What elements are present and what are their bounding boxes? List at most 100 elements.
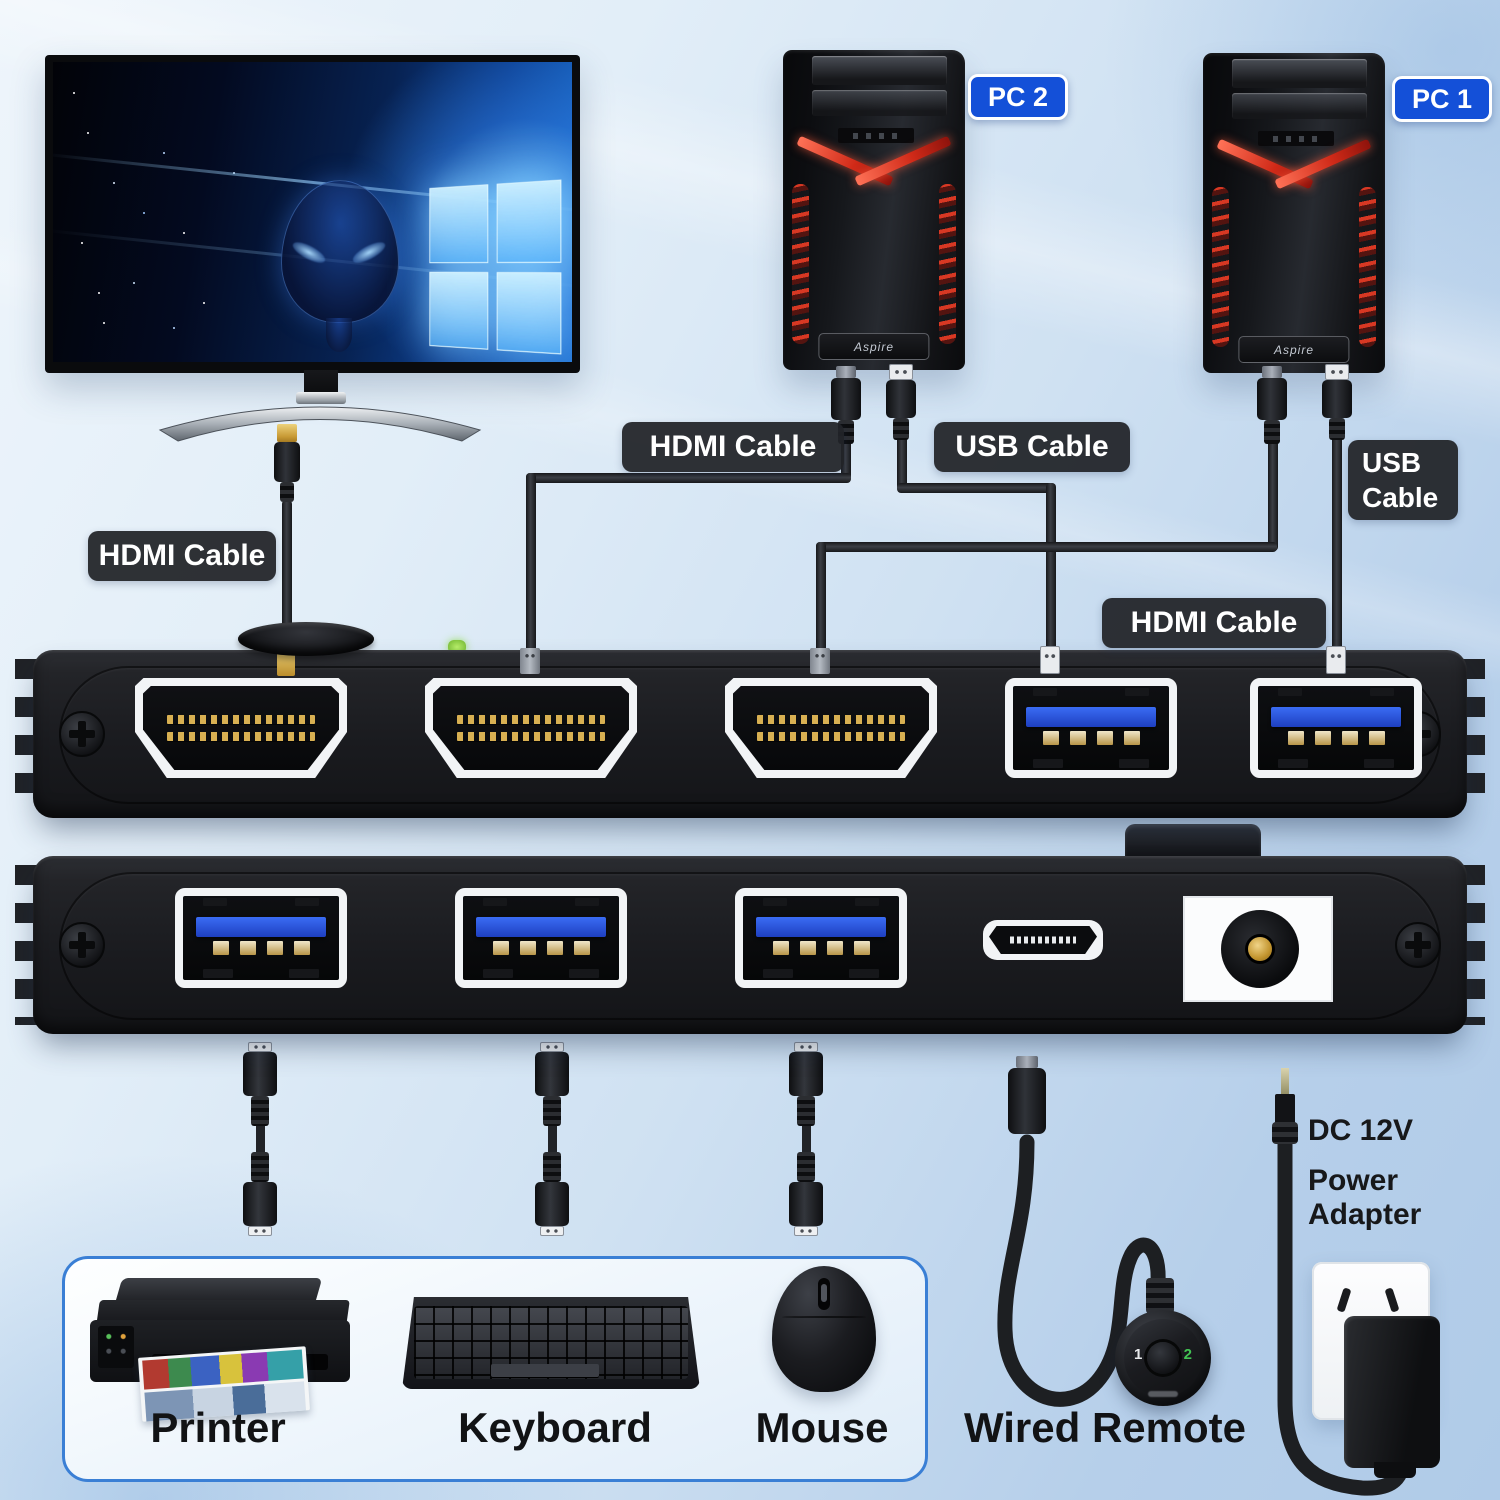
micro-usb-plug-body (1008, 1068, 1046, 1134)
pc2-usb-cable-label: USB Cable (934, 422, 1130, 472)
pc2-usb-cable (897, 418, 907, 492)
hdmi-plug-metal (1262, 366, 1282, 378)
heatsink-fins-left (15, 659, 37, 809)
usb-plug-metal (889, 364, 913, 380)
pc1-tower: Aspire (1203, 53, 1385, 373)
monitor-screen (53, 62, 572, 362)
dc-plug-barrel (1275, 1094, 1295, 1124)
pc1-hdmi-cable (816, 542, 826, 656)
pc-vent (1358, 187, 1376, 348)
dc-power-jack (1183, 896, 1333, 1002)
remote-logo (1148, 1391, 1178, 1397)
pc1-hdmi-cable (816, 542, 1277, 552)
coiled-cable-disk (238, 622, 374, 656)
pc-red-chevron (1274, 138, 1372, 189)
screw (1395, 922, 1441, 968)
printer-label: Printer (150, 1404, 286, 1451)
hdmi-out-port (135, 678, 347, 778)
pc1-hdmi-cable (1268, 424, 1278, 551)
hdmi-tip (520, 648, 540, 674)
pc2-usb-cable (897, 483, 1055, 493)
wallpaper-stars (73, 92, 75, 94)
usb-jumper-cable (243, 1042, 277, 1236)
pc2-hdmi-cable (526, 473, 851, 483)
pc2-hdmi-cable-label: HDMI Cable (622, 422, 844, 472)
pc2-usb-cable (1046, 483, 1056, 656)
hdmi-in2-port (725, 678, 937, 778)
power-text-line2: Power Adapter (1308, 1164, 1422, 1231)
power-adapter-brick (1344, 1316, 1440, 1468)
dc-plug-pin (1281, 1068, 1289, 1096)
power-text-line1: DC 12V (1308, 1114, 1414, 1147)
pc1-usb-cable (1332, 418, 1342, 656)
mouse (772, 1266, 876, 1392)
wired-remote-label: Wired Remote (963, 1404, 1246, 1451)
hdmi-tip (810, 648, 830, 674)
pc-red-chevron (854, 135, 952, 186)
printer-control-panel (98, 1326, 134, 1368)
pc-logo: Aspire (1238, 335, 1350, 364)
pc-logo: Aspire (818, 332, 930, 361)
windows-logo (429, 179, 562, 355)
pc1-hdmi-cable-label: HDMI Cable (1102, 598, 1326, 648)
kvm-switch-front (15, 650, 1485, 818)
hdmi-plug-body (274, 442, 300, 482)
pc-front-io (1257, 131, 1335, 146)
plug-strain-relief (1329, 418, 1345, 440)
pc2-tower: Aspire (783, 50, 965, 370)
usb-device3-port (735, 888, 907, 988)
hdmi-plug-body (1257, 378, 1287, 420)
heatsink-fins-right (1463, 865, 1485, 1025)
keyboard-label: Keyboard (458, 1404, 652, 1451)
remote-strain-relief (1146, 1278, 1174, 1314)
alien-head-graphic (281, 180, 399, 352)
pc-vent (792, 184, 810, 345)
pc-vent (938, 184, 956, 345)
micro-hdmi-port (983, 920, 1103, 960)
hdmi-in1-port (425, 678, 637, 778)
pc1-usb-cable-label: USB Cable (1348, 440, 1458, 520)
hdmi-plug-metal (836, 366, 856, 378)
monitor (45, 55, 580, 373)
usb-tip (1040, 646, 1060, 674)
pc-red-chevron (1216, 138, 1314, 189)
pc2-hdmi-cable (841, 424, 851, 482)
remote-button-1: 1 (1134, 1346, 1143, 1363)
usb-host1-port (1005, 678, 1177, 778)
pc-front-io (837, 128, 915, 143)
pc-red-chevron (796, 135, 894, 186)
mouse-label: Mouse (755, 1404, 889, 1451)
keyboard (402, 1297, 700, 1389)
monitor-hdmi-cable (282, 500, 292, 650)
wired-remote: 1 2 (1115, 1310, 1211, 1406)
monitor-neck (304, 370, 338, 396)
monitor-neck-band (296, 392, 346, 404)
usb-tip (1326, 646, 1346, 674)
remote-switch-button (1147, 1342, 1179, 1374)
monitor-hdmi-cable-label: HDMI Cable (88, 531, 276, 581)
outlet-slot (1336, 1287, 1352, 1313)
mouse-scroll-wheel (818, 1278, 830, 1310)
screw (59, 922, 105, 968)
plug-strain-relief (280, 482, 294, 502)
usb-jumper-cable (789, 1042, 823, 1236)
heatsink-fins-left (15, 865, 37, 1025)
hdmi-plug-gold-tip (277, 424, 297, 442)
screw (59, 711, 105, 757)
usb-plug-body (886, 380, 916, 418)
usb-jumper-cable (535, 1042, 569, 1236)
remote-button-2: 2 (1183, 1346, 1192, 1363)
usb-host2-port (1250, 678, 1422, 778)
plug-strain-relief (893, 418, 909, 440)
outlet-slot (1384, 1287, 1400, 1313)
usb-device1-port (175, 888, 347, 988)
usb-device2-port (455, 888, 627, 988)
dc-plug-collar (1272, 1122, 1298, 1144)
usb-plug-metal (1325, 364, 1349, 380)
pc-vent (1212, 187, 1230, 348)
switch-button-knob (1125, 824, 1261, 860)
pc1-label: PC 1 (1392, 76, 1492, 122)
micro-usb-plug-metal (1016, 1056, 1038, 1068)
heatsink-fins-right (1463, 659, 1485, 809)
